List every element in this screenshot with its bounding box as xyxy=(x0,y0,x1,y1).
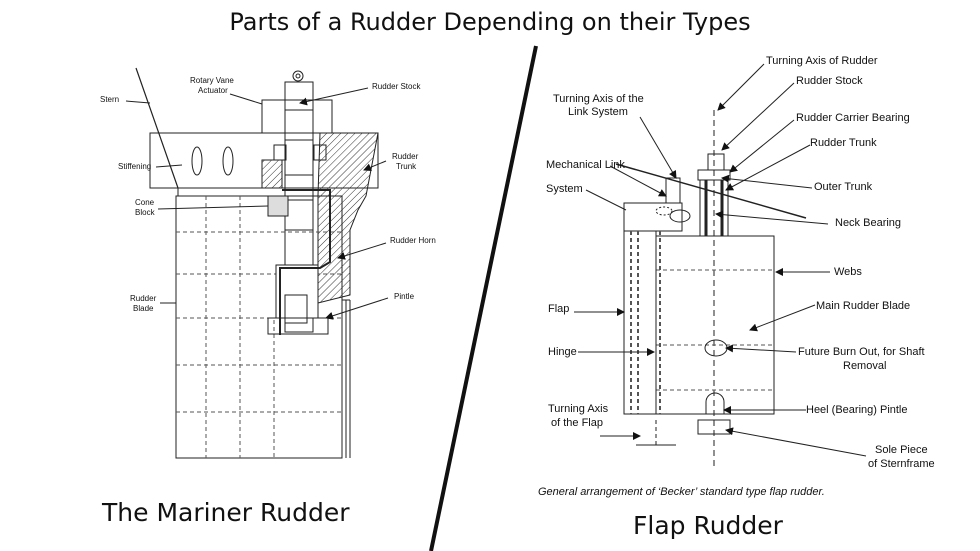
label-turning-axis-flap-2: of the Flap xyxy=(551,417,603,429)
label-stern: Stern xyxy=(100,95,120,104)
label-heel-pintle: Heel (Bearing) Pintle xyxy=(806,404,908,416)
label-rotary-vane-2: Actuator xyxy=(198,86,228,95)
label-cone-block-2: Block xyxy=(135,208,155,217)
label-turning-axis-rudder: Turning Axis of Rudder xyxy=(766,55,878,67)
caption-flap-rudder: Flap Rudder xyxy=(633,511,783,540)
label-rudder-stock-right: Rudder Stock xyxy=(796,75,863,87)
label-rudder-blade-2: Blade xyxy=(133,304,154,313)
label-hinge: Hinge xyxy=(548,346,577,358)
label-future-burn-out-1: Future Burn Out, for Shaft xyxy=(798,346,925,358)
label-rudder-trunk-1: Rudder xyxy=(392,152,419,161)
page-title: Parts of a Rudder Depending on their Typ… xyxy=(229,8,751,36)
label-flap: Flap xyxy=(548,303,570,315)
label-rudder-horn: Rudder Horn xyxy=(390,236,436,245)
label-sole-piece-1: Sole Piece xyxy=(875,444,928,456)
label-turning-axis-flap-1: Turning Axis xyxy=(548,403,609,415)
label-sole-piece-2: of Sternframe xyxy=(868,458,935,470)
label-neck-bearing: Neck Bearing xyxy=(835,217,902,229)
label-main-rudder-blade: Main Rudder Blade xyxy=(816,300,911,312)
label-turning-axis-link-2: Link System xyxy=(568,106,628,118)
label-outer-trunk: Outer Trunk xyxy=(814,181,873,193)
label-turning-axis-link-1: Turning Axis of the xyxy=(553,93,644,105)
flap-rudder-note: General arrangement of ‘Becker’ standard… xyxy=(538,486,825,498)
caption-mariner-rudder: The Mariner Rudder xyxy=(102,498,350,527)
label-rotary-vane-1: Rotary Vane xyxy=(190,76,234,85)
label-stiffening: Stiffening xyxy=(118,162,152,171)
label-cone-block-1: Cone xyxy=(135,198,155,207)
label-pintle: Pintle xyxy=(394,292,415,301)
divider-line xyxy=(429,45,538,551)
label-rudder-trunk-2: Trunk xyxy=(396,162,417,171)
label-mechanical-link: Mechanical Link xyxy=(546,159,625,171)
label-system: System xyxy=(546,183,583,195)
label-rudder-carrier-bearing: Rudder Carrier Bearing xyxy=(796,112,910,124)
label-rudder-trunk-right: Rudder Trunk xyxy=(810,137,877,149)
label-rudder-stock-left: Rudder Stock xyxy=(372,82,421,91)
label-webs: Webs xyxy=(834,266,862,278)
flap-rudder-drawing xyxy=(574,63,867,470)
label-rudder-blade-1: Rudder xyxy=(130,294,157,303)
mariner-rudder-drawing xyxy=(125,67,389,459)
label-future-burn-out-2: Removal xyxy=(843,360,887,372)
